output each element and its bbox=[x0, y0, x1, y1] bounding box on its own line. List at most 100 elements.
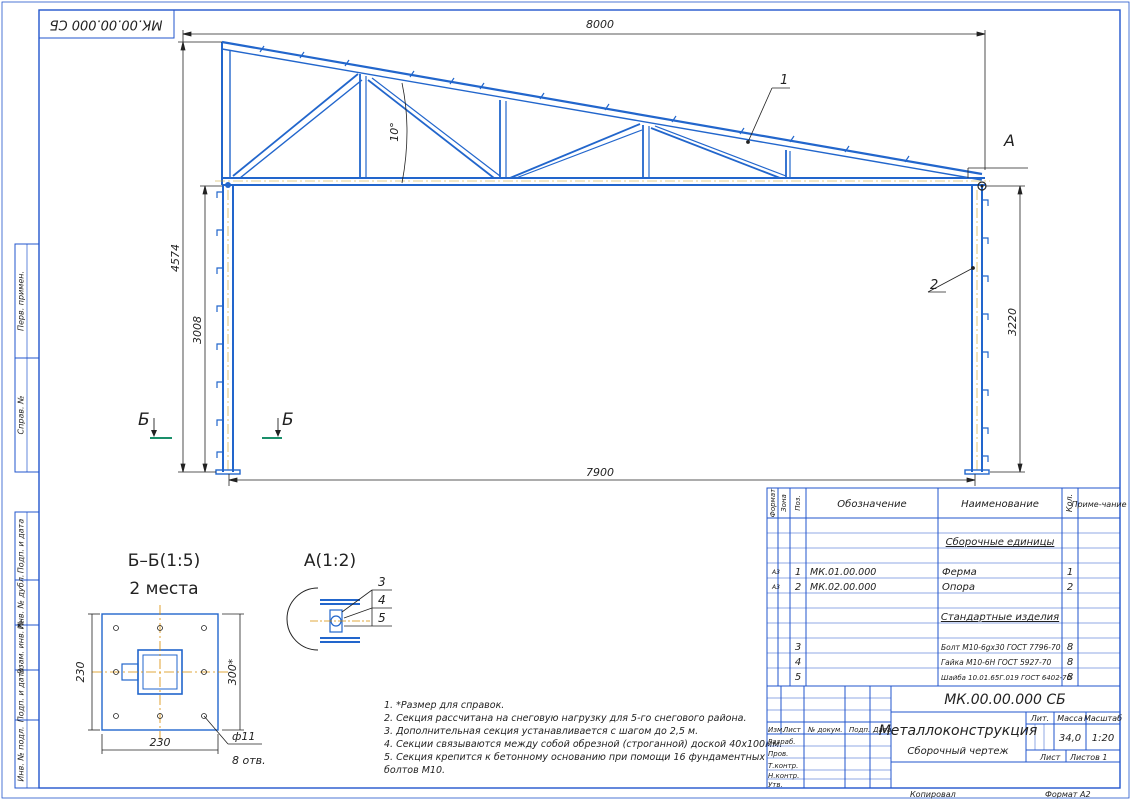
side-label-inv: Инв. № подл. bbox=[17, 726, 26, 781]
section-marker-right: Б bbox=[262, 410, 294, 439]
note-5: 5. Секция крепится к бетонному основанию… bbox=[384, 752, 765, 763]
spec-row-2-format: А3 bbox=[771, 584, 780, 591]
title-code: МК.00.00.000 СБ bbox=[944, 692, 1066, 708]
detail-a-view: А(1:2) 3 4 5 bbox=[286, 551, 392, 651]
side-label-podp2: Подп. и дата bbox=[17, 668, 26, 723]
section-hole-count: 8 отв. bbox=[232, 754, 266, 767]
spec-row-2-name: Опора bbox=[942, 582, 975, 593]
side-label-vzam: Взам. инв. № bbox=[17, 620, 26, 674]
note-4: 4. Секции связываются между собой обрезн… bbox=[384, 739, 782, 750]
title-row-prov: Пров. bbox=[768, 750, 788, 758]
side-label-dubl: Инв. № дубл. bbox=[17, 575, 26, 630]
title-doc-type: Сборочный чертеж bbox=[907, 745, 1008, 757]
spec-row-3-pos: 3 bbox=[795, 642, 801, 653]
spec-header-designation: Обозначение bbox=[837, 498, 906, 510]
spec-row-1-format: А3 bbox=[771, 569, 780, 576]
spec-table: Формат Зона Поз. Обозначение Наименовани… bbox=[766, 487, 1127, 687]
left-column bbox=[215, 182, 241, 475]
callout-leaders bbox=[746, 87, 1028, 293]
title-scale-value: 1:20 bbox=[1092, 733, 1114, 744]
side-label-podp1: Подп. и дата bbox=[17, 519, 26, 574]
title-row-list: Лист bbox=[782, 726, 802, 734]
title-sheet-label: Лист bbox=[1039, 753, 1061, 762]
svg-text:Б: Б bbox=[282, 410, 294, 430]
spec-section-assemblies: Сборочные единицы bbox=[946, 536, 1055, 548]
title-block: МК.00.00.000 СБ Металлоконструкция Сборо… bbox=[766, 685, 1122, 789]
svg-text:Б: Б bbox=[138, 410, 150, 430]
detail-pos-5: 5 bbox=[378, 611, 386, 625]
dim-span-bottom: 7900 bbox=[586, 466, 614, 479]
left-side-strip: Перв. примен. Справ. № Подп. и дата Инв.… bbox=[14, 243, 40, 789]
note-3: 3. Дополнительная секция устанавливается… bbox=[384, 726, 698, 737]
spec-row-2-qty: 2 bbox=[1067, 582, 1073, 593]
note-5-cont: болтов М10. bbox=[384, 765, 445, 776]
callout-detail-a: А bbox=[1003, 131, 1015, 150]
detail-pos-3: 3 bbox=[378, 575, 386, 589]
spec-row-5-pos: 5 bbox=[795, 672, 801, 683]
section-marker-left: Б bbox=[138, 410, 172, 439]
spec-section-standard: Стандартные изделия bbox=[941, 612, 1059, 623]
inner-frame bbox=[38, 9, 1121, 789]
detail-a-title: А(1:2) bbox=[304, 551, 356, 571]
detail-pos-4: 4 bbox=[378, 593, 386, 607]
section-dim-230-vertical: 230 bbox=[74, 662, 87, 683]
spec-row-3-name: Болт М10-6gх30 ГОСТ 7796-70 bbox=[941, 643, 1061, 652]
section-dim-300: 300* bbox=[226, 658, 239, 685]
title-row-date: Дата bbox=[872, 726, 891, 734]
title-sheets-label: Листов 1 bbox=[1069, 753, 1108, 762]
section-hole-dia: ф11 bbox=[232, 730, 255, 743]
callout-pos-1: 1 bbox=[780, 73, 788, 88]
dim-angle: 10° bbox=[388, 122, 401, 142]
title-mass-label: Масса bbox=[1057, 714, 1083, 723]
callout-pos-2: 2 bbox=[930, 278, 938, 293]
spec-row-1-des: МК.01.00.000 bbox=[810, 567, 876, 578]
side-label-perv: Перв. примен. bbox=[17, 271, 26, 331]
spec-row-1-pos: 1 bbox=[795, 567, 801, 578]
spec-row-4-pos: 4 bbox=[795, 657, 801, 668]
spec-header-name: Наименование bbox=[961, 499, 1039, 510]
note-2: 2. Секция рассчитана на снеговую нагрузк… bbox=[384, 713, 747, 724]
section-bb-title: Б–Б(1:5) bbox=[128, 551, 200, 571]
spec-header-zone: Зона bbox=[780, 494, 788, 512]
title-row-doc: № докум. bbox=[807, 726, 843, 734]
title-row-razrab: Разраб. bbox=[768, 738, 796, 746]
spec-header-note: Приме-чание bbox=[1071, 500, 1126, 509]
dim-height-right: 3220 bbox=[1006, 308, 1019, 336]
spec-header-format: Формат bbox=[769, 488, 777, 517]
note-1: 1. *Размер для справок. bbox=[384, 700, 504, 711]
stamp-code-rotated: МК.00.00.000 СБ bbox=[49, 17, 162, 32]
notes-block: 1. *Размер для справок. 2. Секция рассчи… bbox=[384, 700, 782, 776]
spec-row-3-qty: 8 bbox=[1067, 642, 1073, 653]
title-name: Металлоконструкция bbox=[879, 723, 1038, 739]
spec-row-5-name: Шайба 10.01.65Г.019 ГОСТ 6402-70 bbox=[941, 674, 1072, 682]
spec-header-qty: Кол. bbox=[1065, 494, 1074, 512]
spec-row-2-des: МК.02.00.000 bbox=[810, 582, 876, 593]
title-row-sign: Подп. bbox=[849, 726, 870, 734]
title-row-tkontr: Т.контр. bbox=[768, 762, 798, 770]
side-label-sprav: Справ. № bbox=[17, 396, 26, 435]
title-row-izm: Изм. bbox=[768, 726, 784, 734]
title-scale-label: Масштаб bbox=[1084, 714, 1122, 723]
dimension-lines bbox=[178, 30, 1025, 486]
spec-row-4-name: Гайка М10-6Н ГОСТ 5927-70 bbox=[941, 658, 1052, 667]
title-row-utv: Утв. bbox=[768, 781, 783, 789]
section-bb-view: Б–Б(1:5) 2 места 230 230 300* ф11 8 отв. bbox=[74, 551, 266, 767]
dim-height-total: 4574 bbox=[169, 244, 182, 272]
title-mass-value: 34,0 bbox=[1059, 733, 1081, 744]
spec-row-4-qty: 8 bbox=[1067, 657, 1073, 668]
spec-row-5-qty: 8 bbox=[1067, 672, 1073, 683]
copied-label: Копировал bbox=[910, 790, 956, 799]
dim-height-left: 3008 bbox=[191, 316, 204, 344]
section-bb-subtitle: 2 места bbox=[129, 579, 198, 599]
spec-row-1-qty: 1 bbox=[1067, 567, 1073, 578]
section-dim-230-horizontal: 230 bbox=[150, 736, 171, 749]
dim-span-top: 8000 bbox=[586, 18, 614, 31]
spec-row-1-name: Ферма bbox=[942, 567, 977, 578]
title-lit-label: Лит. bbox=[1030, 714, 1049, 723]
spec-header-pos: Поз. bbox=[794, 495, 802, 511]
format-label: Формат А2 bbox=[1045, 790, 1091, 799]
title-row-nkontr: Н.контр. bbox=[768, 772, 799, 780]
spec-row-2-pos: 2 bbox=[795, 582, 801, 593]
